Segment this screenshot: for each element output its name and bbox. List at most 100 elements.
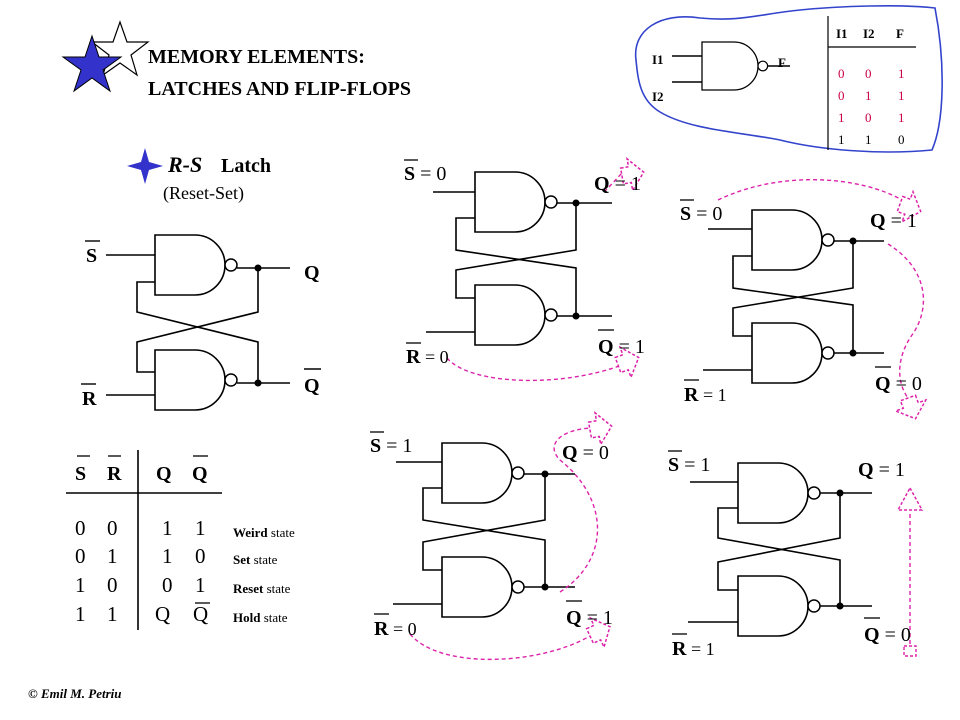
- ex-c-s: S = 1: [370, 435, 412, 457]
- tt-head-q: Q: [156, 463, 172, 485]
- latch-bullet-icon: [127, 148, 163, 184]
- inset-outline: [634, 5, 943, 153]
- ex-c-qbar-letter: Q: [566, 607, 582, 629]
- ex-d-s: S = 1: [668, 454, 710, 476]
- ex-b-r: R = 1: [684, 384, 727, 406]
- tt-cell: 0: [75, 544, 86, 568]
- tt-note: Hold state: [233, 610, 288, 625]
- ex-c-r: R = 0: [374, 618, 417, 640]
- tt-cell: Q: [193, 602, 208, 626]
- inset-head-i2: I2: [863, 26, 875, 41]
- inset-output-label: F: [778, 55, 786, 70]
- tt-head-r: R: [107, 463, 122, 485]
- ex-c-qbar-value: = 1: [582, 607, 613, 629]
- ex-b-s-value: = 0: [691, 203, 722, 225]
- example-s1-r1: S = 1 R = 1 Q = 1 Q = 0: [668, 450, 924, 660]
- inset-cell: 1: [898, 110, 905, 125]
- tt-cell: 1: [107, 544, 118, 568]
- ex-d-q-value: = 1: [874, 459, 905, 481]
- label-qbar: Q: [304, 375, 320, 397]
- example-s1-r0: S = 1 R = 0 Q = 0 Q = 1: [370, 409, 618, 661]
- latch-title-word: Latch: [221, 155, 271, 177]
- tt-cell: 1: [75, 602, 86, 626]
- latch-title: R-S: [167, 152, 202, 177]
- example-s0-r1: S = 0 R = 1 Q = 1 Q = 0: [680, 178, 932, 425]
- ex-c-q-value: = 0: [578, 442, 609, 464]
- example-s0-r0: S = 0 R = 0 Q = 1 Q = 1: [404, 155, 648, 382]
- ex-b-r-value: = 1: [698, 385, 726, 405]
- title-line2: LATCHES AND FLIP-FLOPS: [148, 78, 411, 100]
- title-line1: MEMORY ELEMENTS:: [148, 46, 365, 68]
- ex-d-s-value: = 1: [679, 454, 710, 476]
- tt-note-bold: Hold: [233, 610, 261, 625]
- ex-d-q-letter: Q: [858, 459, 874, 481]
- tt-cell: 1: [195, 516, 206, 540]
- tt-note: Set state: [233, 552, 278, 567]
- tt-cell: 1: [162, 516, 173, 540]
- tt-cell: Q: [155, 602, 170, 626]
- label-r: R: [82, 388, 97, 410]
- title-stars-icon: [61, 20, 150, 93]
- ex-b-qbar-letter: Q: [875, 373, 891, 395]
- inset-cell: 0: [865, 66, 872, 81]
- ex-a-s-value: = 0: [415, 163, 446, 185]
- ex-a-s: S = 0: [404, 163, 446, 185]
- latch-truth-table: S R Q Q 0 0 1 1 0 1 1 0 1 0 0 1 1 1 Q Q …: [66, 450, 295, 630]
- inset-cell: 1: [865, 132, 872, 147]
- tt-note: Reset state: [233, 581, 291, 596]
- ex-d-qbar-value: = 0: [880, 624, 911, 646]
- ex-d-s-letter: S: [668, 454, 679, 476]
- ex-c-r-value: = 0: [388, 619, 416, 639]
- ex-a-r: R = 0: [406, 346, 449, 368]
- tt-cell: 1: [195, 573, 206, 597]
- inset-cell: 0: [838, 88, 845, 103]
- ex-b-qbar-value: = 0: [891, 373, 922, 395]
- tt-cell: 0: [107, 516, 118, 540]
- copyright-text: © Emil M. Petriu: [28, 686, 122, 701]
- tt-cell: 0: [107, 573, 118, 597]
- inset-cell: 1: [898, 66, 905, 81]
- tt-head-s: S: [75, 463, 86, 485]
- inset-cell: 1: [898, 88, 905, 103]
- ex-a-qbar-value: = 1: [614, 336, 645, 358]
- tt-note-rest: state: [260, 610, 287, 625]
- tt-cell: 0: [162, 573, 173, 597]
- ex-a-qbar: Q = 1: [598, 336, 645, 358]
- ex-c-r-letter: R: [374, 618, 389, 640]
- ex-b-q: Q = 1: [870, 210, 917, 232]
- inset-truth-rows: 0 0 1 0 1 1 1 0 1: [838, 66, 905, 125]
- ex-d-r-letter: R: [672, 638, 687, 660]
- tt-cell: 1: [162, 544, 173, 568]
- ex-a-q-letter: Q: [594, 173, 610, 195]
- ex-c-q: Q = 0: [562, 442, 609, 464]
- ex-c-s-value: = 1: [381, 435, 412, 457]
- inset-cell: 0: [898, 132, 905, 147]
- tt-note-rest: state: [268, 525, 295, 540]
- tt-cell: 0: [195, 544, 206, 568]
- inset-cell: 1: [865, 88, 872, 103]
- inset-cell: 1: [838, 110, 845, 125]
- tt-cell: 0: [75, 516, 86, 540]
- main-latch-diagram: S R Q Q: [81, 234, 321, 411]
- inset-cell: 1: [838, 132, 845, 147]
- tt-note-rest: state: [263, 581, 290, 596]
- nand-inset: I1 I2 F I1 I2 F 0 0 1 0 1 1 1 0 1 1 1 0: [634, 5, 943, 153]
- ex-a-q-value: = 1: [610, 173, 641, 195]
- ex-c-qbar: Q = 1: [566, 607, 613, 629]
- ex-b-s: S = 0: [680, 203, 722, 225]
- tt-cell: 1: [107, 602, 118, 626]
- ex-b-s-letter: S: [680, 203, 691, 225]
- inset-cell: 0: [865, 110, 872, 125]
- ex-a-r-letter: R: [406, 346, 421, 368]
- ex-b-q-letter: Q: [870, 210, 886, 232]
- ex-a-q: Q = 1: [594, 173, 641, 195]
- ex-c-s-letter: S: [370, 435, 381, 457]
- ex-a-qbar-letter: Q: [598, 336, 614, 358]
- ex-a-r-value: = 0: [420, 347, 448, 367]
- ex-d-qbar: Q = 0: [864, 624, 911, 646]
- tt-note-bold: Weird: [233, 525, 268, 540]
- tt-cell: 1: [75, 573, 86, 597]
- ex-d-qbar-letter: Q: [864, 624, 880, 646]
- tt-note-bold: Reset: [233, 581, 264, 596]
